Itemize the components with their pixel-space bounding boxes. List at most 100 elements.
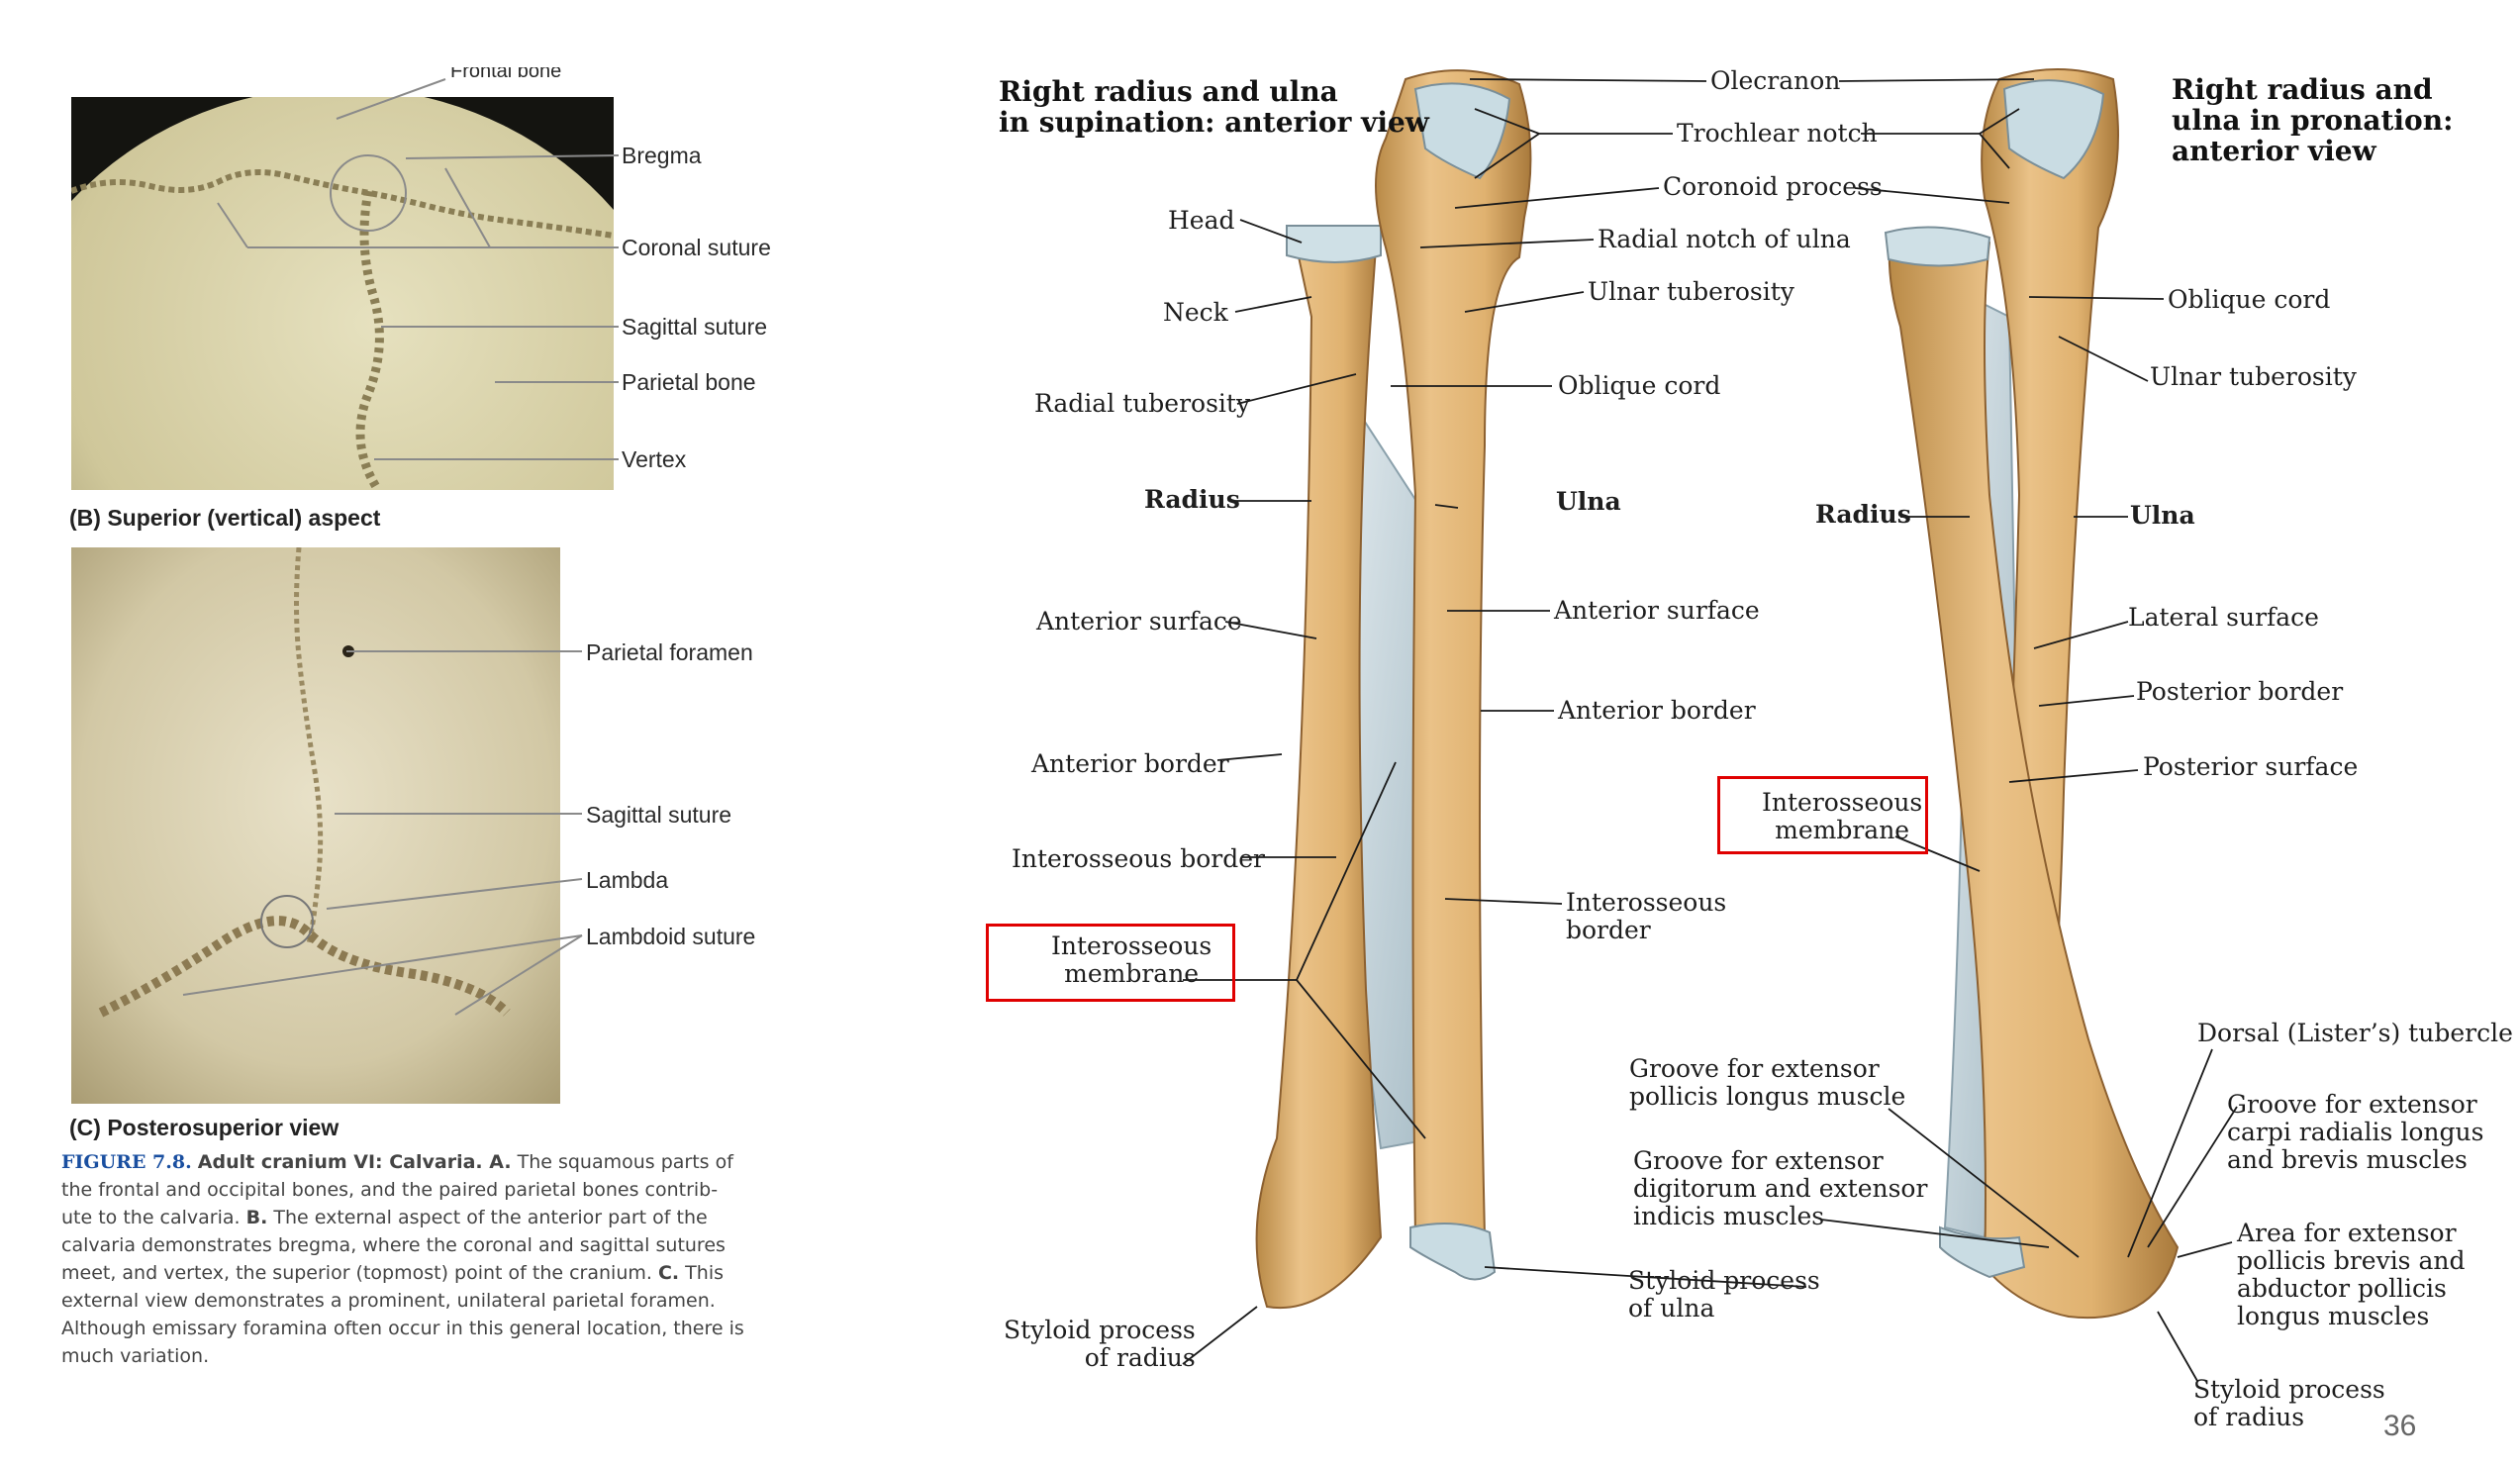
- posterior-border-label: Posterior border: [2136, 677, 2344, 706]
- figure-title: Adult cranium VI: Calvaria. A.: [197, 1151, 512, 1173]
- area-line-2: pollicis brevis and: [2237, 1246, 2466, 1275]
- styloid-process-ulna-label: Styloid process of ulna: [1628, 1267, 1820, 1322]
- styloid-ulna-line-1: Styloid process: [1628, 1266, 1820, 1295]
- right-leader-lines: [1182, 78, 2238, 1382]
- membrane-left-line-1: Interosseous: [1051, 931, 1212, 960]
- styloid-process-radius-label-left: Styloid process of radius: [1004, 1317, 1196, 1372]
- ulna-label: Ulna: [1556, 487, 1621, 516]
- groove-ed-line-2: digitorum and extensor: [1633, 1174, 1928, 1203]
- groove-ecr-line-1: Groove for extensor: [2227, 1090, 2477, 1119]
- bregma-label: Bregma: [622, 143, 702, 168]
- oblique-cord-label-pronation: Oblique cord: [2168, 285, 2331, 314]
- lateral-surface-label: Lateral surface: [2128, 603, 2319, 632]
- trochlear-notch-label: Trochlear notch: [1677, 119, 1878, 147]
- supination-title: Right radius and ulna in supination: ant…: [999, 76, 1429, 138]
- anterior-border-label-ulna: Anterior border: [1558, 696, 1756, 725]
- interosseous-border-label-radius: Interosseous border: [1012, 844, 1265, 873]
- pronation-title-line-1: Right radius and: [2172, 73, 2433, 106]
- groove-ed-line-3: indicis muscles: [1633, 1202, 1825, 1230]
- posterior-surface-label: Posterior surface: [2143, 752, 2359, 781]
- interosseous-border-ulna-line-1: Interosseous: [1566, 888, 1727, 917]
- radius-label-pronation: Radius: [1815, 500, 1911, 529]
- groove-ecr-line-3: and brevis muscles: [2227, 1145, 2468, 1174]
- parietal-foramen-label: Parietal foramen: [586, 639, 753, 665]
- interosseous-membrane-label-right: Interosseous membrane: [1762, 789, 1922, 844]
- trochlear-notch-supination: [1413, 82, 1511, 180]
- pronation-title-line-3: anterior view: [2172, 135, 2376, 167]
- groove-epl-line-2: pollicis longus muscle: [1629, 1082, 1906, 1111]
- supination-title-line-1: Right radius and ulna: [999, 75, 1338, 108]
- groove-ecr-label: Groove for extensor carpi radialis longu…: [2227, 1091, 2483, 1174]
- caption-line-4: calvaria demonstrates bregma, where the …: [61, 1234, 726, 1256]
- area-line-1: Area for extensor: [2237, 1219, 2457, 1247]
- trochlear-notch-pronation: [2002, 79, 2105, 180]
- coronoid-process-label: Coronoid process: [1663, 172, 1883, 201]
- listers-tubercle-label: Dorsal (Lister’s) tubercle: [2197, 1019, 2513, 1047]
- anterior-surface-label-ulna: Anterior surface: [1554, 596, 1760, 625]
- styloid-radius-right-line-1: Styloid process: [2193, 1375, 2385, 1404]
- interosseous-border-label-ulna: Interosseous border: [1566, 889, 1726, 944]
- interosseous-border-ulna-line-2: border: [1566, 916, 1651, 944]
- figure-c-photo: [71, 547, 560, 1104]
- styloid-ulna-line-2: of ulna: [1628, 1294, 1715, 1322]
- caption-line-5c: This: [679, 1262, 724, 1284]
- caption-line-5a: meet, and vertex, the superior (topmost)…: [61, 1262, 658, 1284]
- interosseous-membrane-label-left: Interosseous membrane: [1051, 932, 1212, 988]
- radial-tuberosity-label: Radial tuberosity: [1034, 389, 1251, 418]
- vertex-label: Vertex: [622, 446, 687, 472]
- ulna-styloid-pronation: [1939, 1225, 2026, 1279]
- figure-number: FIGURE 7.8.: [61, 1151, 192, 1173]
- head-label: Head: [1168, 206, 1235, 235]
- ulna-label-pronation: Ulna: [2130, 501, 2195, 530]
- membrane-highlight-box-left: [986, 924, 1235, 1002]
- sagittal-suture-label-c: Sagittal suture: [586, 802, 732, 828]
- caption-line-3c: The external aspect of the anterior part…: [267, 1207, 708, 1228]
- membrane-right-line-1: Interosseous: [1762, 788, 1923, 817]
- anterior-surface-label-radius: Anterior surface: [1036, 607, 1242, 636]
- styloid-radius-right-line-2: of radius: [2193, 1403, 2305, 1431]
- area-line-3: abductor pollicis: [2237, 1274, 2447, 1303]
- radius-head-pronation: [1884, 226, 1991, 267]
- figure-b-caption: (B) Superior (vertical) aspect: [69, 505, 381, 531]
- figure-caption-text: FIGURE 7.8. Adult cranium VI: Calvaria. …: [61, 1148, 794, 1370]
- ulnar-tuberosity-label: Ulnar tuberosity: [1588, 277, 1794, 306]
- figure-b-photo: [71, 97, 614, 490]
- radius-head-supination: [1286, 225, 1382, 263]
- sagittal-suture-label-b: Sagittal suture: [622, 314, 768, 340]
- pronation-title-line-2: ulna in pronation:: [2172, 104, 2454, 137]
- groove-epl-line-1: Groove for extensor: [1629, 1054, 1880, 1083]
- anterior-border-label-radius: Anterior border: [1031, 749, 1229, 778]
- ulna-head-supination: [1409, 1223, 1497, 1281]
- groove-ed-line-1: Groove for extensor: [1633, 1146, 1884, 1175]
- ulnar-tuberosity-label-pronation: Ulnar tuberosity: [2150, 362, 2357, 391]
- membrane-highlight-box-right: [1717, 776, 1928, 854]
- lambda-label: Lambda: [586, 867, 669, 893]
- radius-pronation: [1888, 228, 2180, 1320]
- olecranon-label: Olecranon: [1710, 66, 1841, 95]
- radius-supination: [1255, 246, 1383, 1310]
- membrane-right-line-2: membrane: [1775, 816, 1910, 844]
- neck-label: Neck: [1163, 298, 1228, 327]
- page-number: 36: [2383, 1410, 2417, 1442]
- styloid-process-radius-label-right: Styloid process of radius: [2193, 1376, 2385, 1431]
- lambdoid-suture-label: Lambdoid suture: [586, 924, 756, 949]
- styloid-radius-left-line-1: Styloid process: [1004, 1316, 1196, 1344]
- parietal-bone-label: Parietal bone: [622, 369, 756, 395]
- radius-label: Radius: [1144, 485, 1240, 514]
- coronal-suture-label: Coronal suture: [622, 235, 771, 260]
- styloid-radius-left-line-2: of radius: [1084, 1343, 1196, 1372]
- supination-title-line-2: in supination: anterior view: [999, 106, 1429, 139]
- membrane-left-line-2: membrane: [1064, 959, 1200, 988]
- caption-line-3a: ute to the calvaria.: [61, 1207, 246, 1228]
- figure-c-caption: (C) Posterosuperior view: [69, 1115, 339, 1140]
- caption-line-3b: B.: [245, 1207, 268, 1228]
- radial-notch-label: Radial notch of ulna: [1598, 225, 1851, 253]
- ulna-supination: [1375, 69, 1532, 1246]
- caption-line-7: Although emissary foramina often occur i…: [61, 1318, 744, 1339]
- area-line-4: longus muscles: [2237, 1302, 2430, 1330]
- oblique-cord-label: Oblique cord: [1558, 371, 1721, 400]
- pronation-title: Right radius and ulna in pronation: ante…: [2172, 74, 2453, 166]
- caption-line-5b: C.: [657, 1262, 680, 1284]
